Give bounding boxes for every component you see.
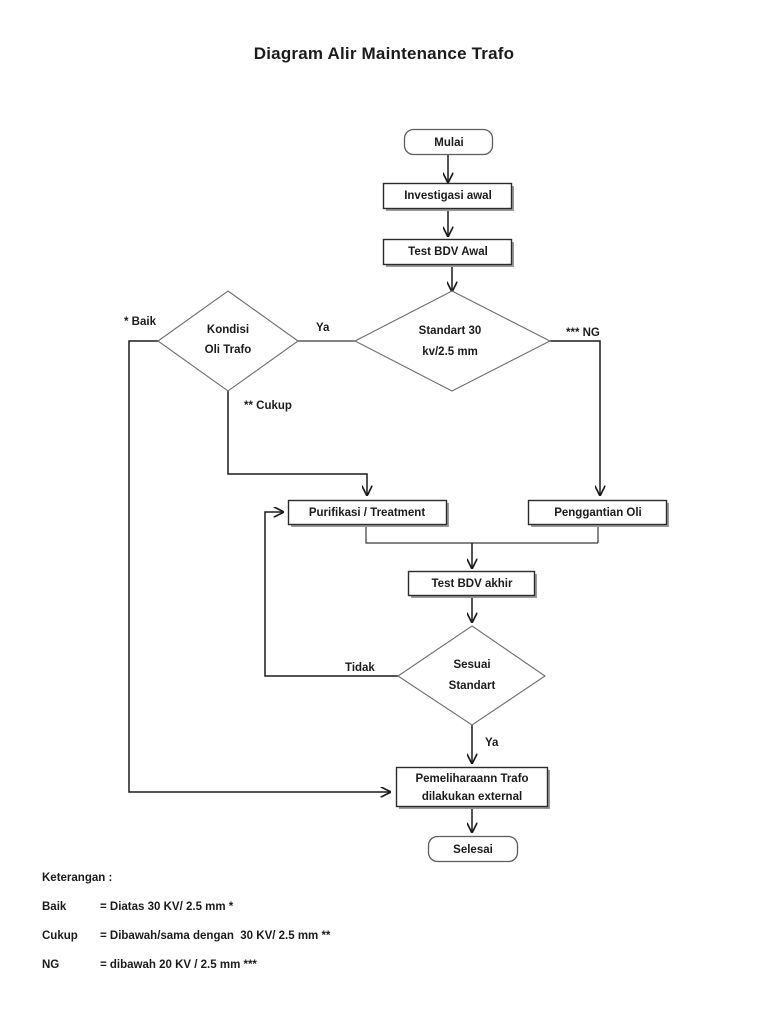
edge-label-ya-kondisi: Ya <box>316 322 330 334</box>
node-investigasi-awal[interactable]: Investigasi awal <box>382 182 515 212</box>
connector-sesuai-tidak-to-purifikasi <box>264 512 398 677</box>
node-test-bdv-akhir[interactable]: Test BDV akhir <box>407 570 538 599</box>
node-kondisi-oli-trafo-label-line2: Oli Trafo <box>205 344 252 356</box>
edge-label-ng: *** NG <box>566 327 600 339</box>
node-investigasi-awal-label: Investigasi awal <box>404 190 492 202</box>
node-penggantian-oli-label: Penggantian Oli <box>554 507 642 519</box>
edge-label-cukup: ** Cukup <box>244 400 292 412</box>
edge-label-baik: * Baik <box>124 316 157 328</box>
node-sesuai-standart-label-line1: Sesuai <box>453 659 490 671</box>
legend-value-baik: = Diatas 30 KV/ 2.5 mm * <box>100 901 234 913</box>
legend-key-baik: Baik <box>42 901 67 913</box>
legend-row: NG = dibawah 20 KV / 2.5 mm *** <box>42 959 662 971</box>
node-mulai[interactable]: Mulai <box>403 128 494 156</box>
legend-row: Cukup = Dibawah/sama dengan 30 KV/ 2.5 m… <box>42 930 662 942</box>
node-kondisi-oli-trafo[interactable]: Kondisi Oli Trafo <box>157 290 299 392</box>
edge-label-tidak: Tidak <box>345 662 375 674</box>
legend-value-ng: = dibawah 20 KV / 2.5 mm *** <box>100 959 257 971</box>
legend: Keterangan : Baik = Diatas 30 KV/ 2.5 mm… <box>42 872 662 988</box>
node-sesuai-standart-label-line2: Standart <box>449 680 496 692</box>
node-selesai-label: Selesai <box>453 844 493 856</box>
node-sesuai-standart[interactable]: Sesuai Standart <box>397 625 546 726</box>
legend-title: Keterangan : <box>42 872 113 884</box>
node-pemeliharaan-trafo-label-line2: dilakukan external <box>422 791 522 803</box>
node-penggantian-oli[interactable]: Penggantian Oli <box>527 499 670 528</box>
connector-standart-ng-to-penggantian <box>550 340 600 495</box>
page-title: Diagram Alir Maintenance Trafo <box>253 44 515 63</box>
node-pemeliharaan-trafo[interactable]: Pemeliharaann Trafo dilakukan external <box>395 766 551 810</box>
legend-row: Baik = Diatas 30 KV/ 2.5 mm * <box>42 901 662 913</box>
node-purifikasi-treatment-label: Purifikasi / Treatment <box>309 507 425 519</box>
node-standart-30kv-label-line2: kv/2.5 mm <box>422 346 478 358</box>
legend-value-cukup: = Dibawah/sama dengan 30 KV/ 2.5 mm ** <box>100 930 331 942</box>
node-test-bdv-awal[interactable]: Test BDV Awal <box>382 238 515 268</box>
node-selesai[interactable]: Selesai <box>427 835 519 863</box>
connector-kondisi-baik-to-pemeliharaan <box>128 340 390 792</box>
connector-purifikasi-to-merge <box>365 524 598 544</box>
node-purifikasi-treatment[interactable]: Purifikasi / Treatment <box>287 499 450 528</box>
edge-label-ya-sesuai: Ya <box>485 737 499 749</box>
node-standart-30kv-label-line1: Standart 30 <box>419 325 482 337</box>
legend-key-cukup: Cukup <box>42 930 78 942</box>
node-standart-30kv[interactable]: Standart 30 kv/2.5 mm <box>353 290 552 392</box>
node-mulai-label: Mulai <box>434 137 463 149</box>
node-pemeliharaan-trafo-label-line1: Pemeliharaann Trafo <box>415 773 528 785</box>
node-test-bdv-akhir-label: Test BDV akhir <box>432 578 513 590</box>
node-test-bdv-awal-label: Test BDV Awal <box>408 246 488 258</box>
node-kondisi-oli-trafo-label-line1: Kondisi <box>207 324 249 336</box>
legend-key-ng: NG <box>42 959 60 971</box>
connector-kondisi-cukup-to-purifikasi <box>227 391 367 495</box>
